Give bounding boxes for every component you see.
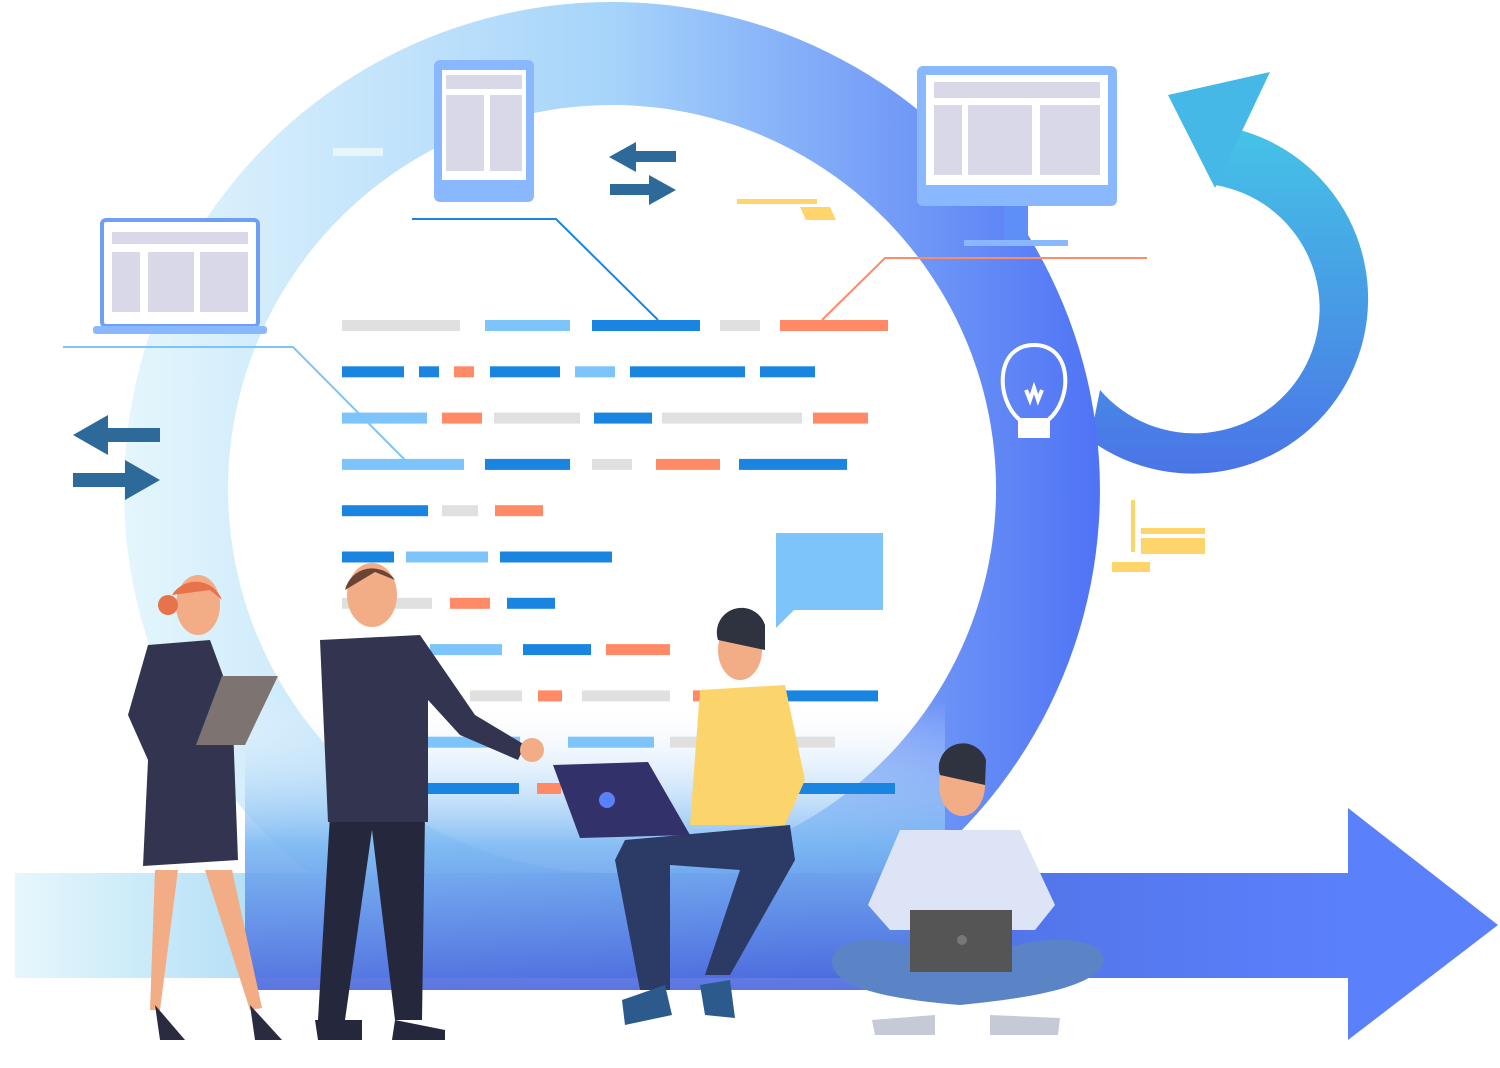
gantt-bar <box>630 366 745 378</box>
gantt-bar <box>592 458 632 470</box>
gantt-bar <box>739 458 847 470</box>
gantt-bar <box>485 320 570 331</box>
cycle-arrow-icon <box>1090 72 1369 474</box>
decor-dash <box>333 148 383 156</box>
gantt-bar <box>419 366 439 378</box>
gantt-bar <box>342 551 394 563</box>
gantt-chart <box>342 320 895 794</box>
gantt-bar <box>594 412 652 424</box>
gantt-bar <box>470 690 522 702</box>
gantt-bar <box>568 736 654 748</box>
gantt-bar <box>656 458 720 470</box>
gantt-bar <box>485 458 570 470</box>
gantt-bar <box>495 505 543 517</box>
gantt-bar <box>720 320 760 331</box>
gantt-bar <box>538 690 562 702</box>
gantt-bar <box>342 366 404 378</box>
gantt-bar <box>537 783 561 794</box>
gantt-bar <box>342 458 464 470</box>
gantt-bar <box>420 736 520 748</box>
connector-lines <box>63 218 1147 461</box>
gantt-bar <box>342 320 460 331</box>
gantt-bar <box>592 320 700 331</box>
gantt-bar <box>494 412 580 424</box>
gantt-bar <box>582 690 670 702</box>
gantt-bar <box>450 597 490 609</box>
decor-yellow-marks <box>737 199 1205 572</box>
person-woman-with-tablet <box>128 575 282 1040</box>
gantt-bar <box>780 320 888 331</box>
laptop-screen-icon <box>93 218 267 334</box>
gantt-bar <box>342 412 427 424</box>
speech-bubble-icon <box>776 533 883 628</box>
tablet-screen-icon <box>434 60 534 202</box>
gantt-bar <box>795 783 895 794</box>
person-man-pointing <box>315 563 544 1040</box>
lightbulb-icon <box>1000 342 1068 438</box>
gantt-bar <box>575 366 615 378</box>
gantt-bar <box>780 690 878 702</box>
person-man-with-laptop <box>553 607 805 1025</box>
gantt-bar <box>342 505 428 517</box>
swap-arrows-icon <box>609 142 676 205</box>
gantt-bar <box>507 597 555 609</box>
gantt-bar <box>454 366 474 378</box>
gantt-bar <box>813 412 868 424</box>
gantt-bar <box>523 644 591 656</box>
swap-arrows-icon <box>73 415 160 500</box>
gantt-bar <box>490 366 560 378</box>
gantt-bar <box>500 551 612 563</box>
gantt-bar <box>406 551 488 563</box>
gantt-bar <box>425 783 519 794</box>
gantt-bar <box>430 644 502 656</box>
gantt-bar <box>606 644 670 656</box>
gantt-bar <box>662 412 802 424</box>
gantt-bar <box>442 505 478 517</box>
gantt-bar <box>442 412 482 424</box>
monitor-screen-icon <box>917 66 1117 246</box>
gantt-bar <box>760 366 815 378</box>
person-man-cross-legged <box>831 743 1104 1035</box>
